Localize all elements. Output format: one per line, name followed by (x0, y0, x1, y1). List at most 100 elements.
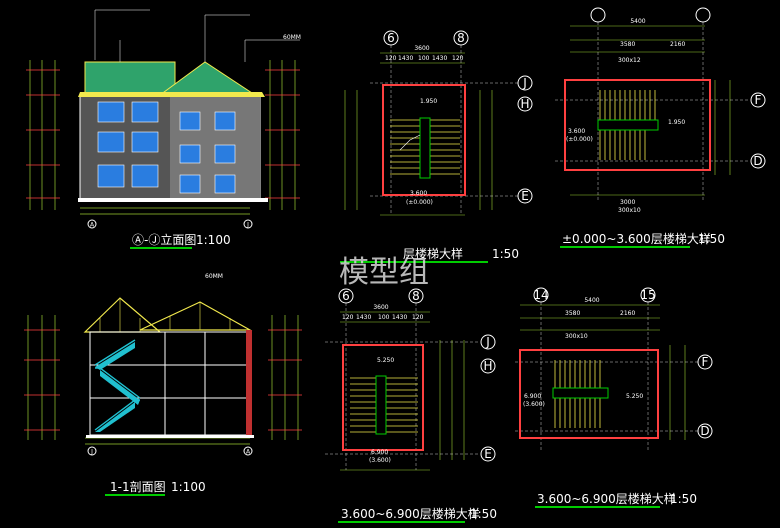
section-title: 1-1剖面图 (110, 480, 166, 494)
stair1-axis-h-bubble (517, 96, 533, 112)
stair2-level-a: 1.950 (668, 119, 685, 126)
stair3-axis-h: H (483, 359, 492, 373)
section-axis-right-bubble (243, 446, 253, 456)
elevation-axis-left-bubble (87, 219, 97, 229)
stair1-scale: 1:50 (492, 247, 519, 261)
section-dimension-lines (27, 315, 299, 445)
section-axis-left: J (90, 449, 93, 456)
stair3-dimension-lines (340, 311, 465, 471)
section-ground (86, 435, 254, 438)
stair4-level-c: (3.600) (523, 401, 545, 408)
stair3-level-a: 5.250 (377, 357, 394, 364)
stair1-axis-e: E (521, 189, 529, 203)
stair1-dim-overall: 3600 (414, 45, 429, 52)
elevation-title: Ⓐ-Ⓙ立面图 (132, 232, 196, 247)
stair1-level-a: 1.950 (420, 98, 437, 105)
stair4-dim-b: 2160 (620, 310, 635, 317)
stair3-axis-j-bubble (480, 334, 496, 350)
elevation-axis-right: J (246, 222, 249, 229)
stair1-walls (382, 84, 466, 196)
stair4-treads (554, 360, 601, 428)
stair-detail-3: 6 8 J H E (325, 288, 497, 523)
elevation-leaders (94, 9, 300, 62)
stair4-axis-top-right: 15 (640, 288, 655, 302)
stair1-stairwell (419, 117, 431, 179)
stair3-dim-2: 1430 (356, 314, 371, 321)
stair3-axis-e: E (484, 447, 492, 461)
stair2-axis-f: F (755, 93, 762, 107)
stair1-axis-top-right: 8 (457, 31, 465, 45)
elevation-axis-left: A (90, 222, 95, 229)
stair2-dim-b: 2160 (670, 41, 685, 48)
stair-detail-1: 6 8 J H E (340, 30, 533, 263)
stair2-dim-e: 300x10 (618, 207, 641, 214)
stair3-axis-h-bubble (480, 358, 496, 374)
stair3-title: 3.600~6.900层楼梯大样 (341, 506, 480, 521)
section-roof-truss-right (139, 301, 253, 331)
stair2-walls (564, 79, 711, 171)
stair1-axis-j: J (522, 76, 527, 90)
section-truss-webs (99, 298, 231, 332)
section-stair-hatching (95, 342, 140, 432)
stair4-axis-top-left: 14 (533, 288, 548, 302)
stair3-axis-j: J (485, 335, 490, 349)
stair3-scale: 1:50 (470, 507, 497, 521)
stair4-axis-d: D (700, 424, 709, 438)
watermark-text: 模型组 (339, 255, 429, 290)
elevation-axis-right-bubble (243, 219, 253, 229)
stair3-dim-1: 120 (342, 314, 354, 321)
stair3-dim-4: 1430 (392, 314, 407, 321)
stair3-treads (350, 377, 418, 433)
section-wall-right (246, 330, 252, 435)
stair4-dim-c: 300x10 (565, 333, 588, 340)
elevation-drawing: A J 60MM Ⓐ-Ⓙ立面图 1:100 (26, 9, 301, 249)
stair4-level-a: 5.250 (626, 393, 643, 400)
stair4-stairwell (552, 387, 609, 399)
section-axis-right: A (246, 449, 251, 456)
stair1-level-c: (±0.000) (406, 199, 433, 206)
stair1-axis-lines (370, 45, 518, 215)
section-roof-truss-left (83, 297, 162, 333)
stair3-dim-5: 120 (412, 314, 424, 321)
stair1-dim-5: 120 (452, 55, 464, 62)
stair4-walls (519, 349, 659, 439)
stair4-dim-overall: 5400 (584, 297, 599, 304)
stair3-level-b: 6.900 (371, 449, 388, 456)
stair-detail-2: F D (555, 7, 766, 248)
stair3-dim-overall: 3600 (373, 304, 388, 311)
stair3-stairwell (375, 375, 387, 435)
stair1-dimension-lines (344, 52, 493, 216)
stair4-dimension-lines (520, 304, 686, 440)
stair4-dim-a: 3580 (565, 310, 580, 317)
stair3-walls (342, 344, 424, 451)
stair1-break-line (399, 134, 421, 151)
stair4-title: 3.600~6.900层楼梯大样 (537, 491, 676, 506)
stair2-axis-f-bubble (750, 92, 766, 108)
stair2-axis-d: D (753, 154, 762, 168)
section-axis-left-bubble (87, 446, 97, 456)
stair1-level-b: 3.600 (410, 190, 427, 197)
elevation-windows (97, 101, 236, 194)
stair-detail-4: 14 15 F D (515, 287, 713, 508)
stair1-axis-top-left: 6 (387, 31, 395, 45)
stair2-dim-c: 300x12 (618, 57, 641, 64)
stair1-dim-1: 120 (385, 55, 397, 62)
stair4-level-b: 6.900 (524, 393, 541, 400)
stair3-axis-e-bubble (480, 446, 496, 462)
stair3-axis-top-left: 6 (342, 289, 350, 303)
elevation-scale: 1:100 (196, 233, 231, 247)
stair2-top-left-bubble (590, 7, 606, 23)
stair2-dim-a: 3580 (620, 41, 635, 48)
elevation-level-ticks (26, 69, 300, 199)
stair2-scale: 1:50 (698, 232, 725, 246)
stair4-axis-lines (515, 302, 698, 450)
stair2-top-right-bubble (695, 7, 711, 23)
stair2-axis-d-bubble (750, 153, 766, 169)
stair3-level-c: (3.600) (369, 457, 391, 464)
stair2-dimension-lines (570, 25, 731, 196)
stair3-dim-3: 100 (378, 314, 390, 321)
stair1-dim-3: 100 (418, 55, 430, 62)
stair1-dim-2: 1430 (398, 55, 413, 62)
stair1-treads (390, 119, 460, 175)
